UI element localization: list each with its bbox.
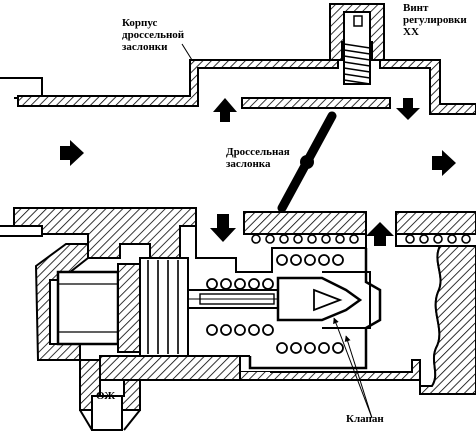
arrow-up-top (213, 98, 237, 122)
label-idle-screw-line-1: Винт (403, 2, 429, 14)
label-throttle-body: Корпус дроссельной заслонки (122, 17, 184, 53)
spring-left (206, 278, 274, 336)
arrow-up-mid (366, 222, 394, 246)
leader-lines (181, 43, 373, 419)
label-coolant: ОЖ (96, 390, 116, 402)
arrow-down-top (396, 98, 420, 120)
arrow-right-mid (432, 150, 456, 176)
label-throttle-valve-line-2: заслонка (226, 158, 271, 170)
label-valve: Клапан (346, 413, 384, 425)
spring-right (276, 254, 344, 354)
valve-housing (188, 211, 421, 381)
upper-housing-wall (0, 59, 476, 115)
idle-adjust-screw (329, 3, 385, 85)
label-throttle-valve: Дроссельная заслонка (226, 146, 290, 170)
label-throttle-body-line-1: Корпус (122, 17, 158, 29)
plunger-assembly (187, 271, 371, 329)
arrow-right-left (60, 140, 84, 166)
throttle-disc (277, 111, 337, 213)
lower-housing-left (0, 207, 271, 431)
label-throttle-body-line-3: заслонки (122, 41, 168, 53)
label-idle-screw-line-3: ХХ (403, 26, 419, 38)
label-idle-screw-line-2: регулировки (403, 14, 467, 26)
label-idle-screw: Винт регулировки ХХ (403, 2, 467, 38)
arrow-down-mid (210, 214, 236, 242)
label-throttle-body-line-2: дроссельной (122, 29, 185, 41)
label-throttle-valve-line-1: Дроссельная (226, 146, 290, 158)
outlet-block (395, 211, 476, 395)
